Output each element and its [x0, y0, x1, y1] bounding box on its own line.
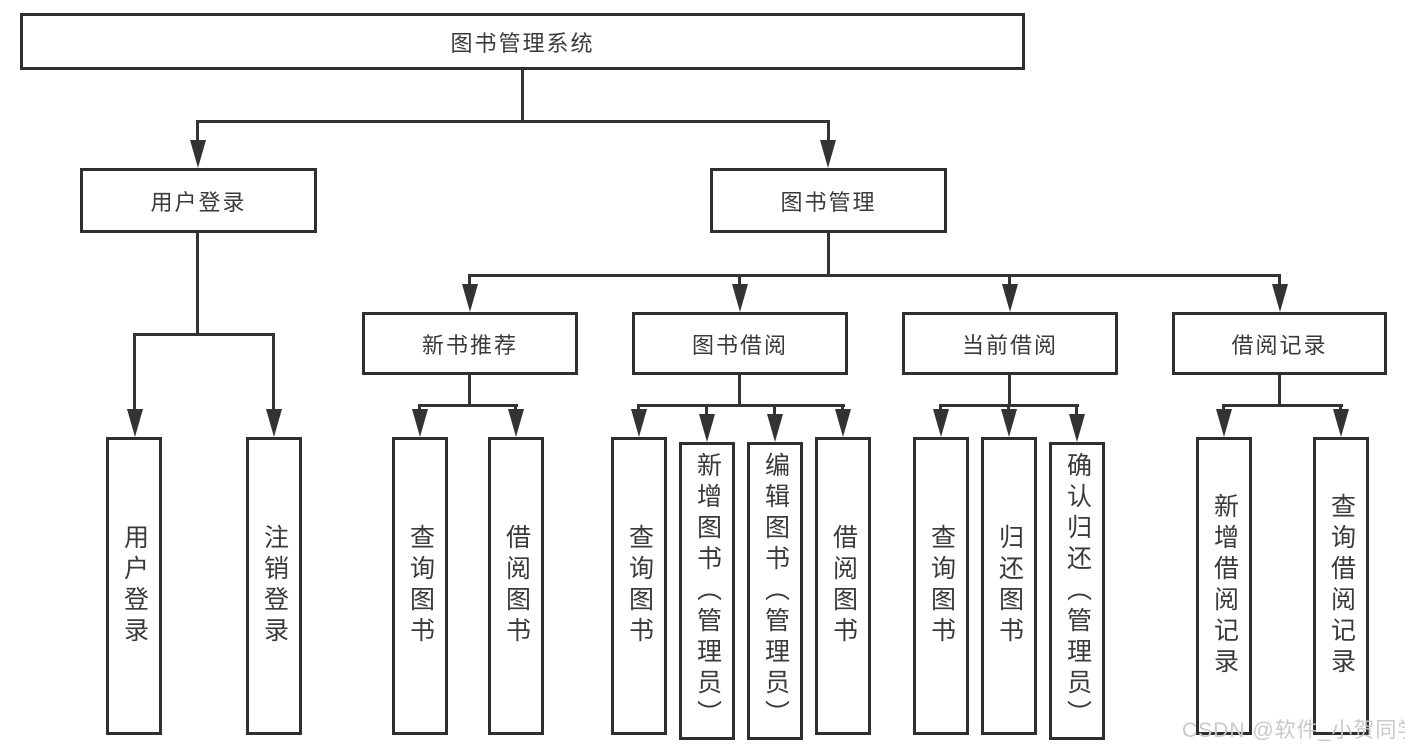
leaf-label: 归还图书 [995, 524, 1024, 648]
leaf-label: 新增图书（管理员） [693, 451, 722, 731]
leaf-label: 编辑图书（管理员） [761, 451, 790, 731]
node-label: 新书推荐 [421, 332, 518, 358]
connector-arrow [933, 409, 949, 437]
connector-line [1222, 404, 1225, 412]
leaf-label: 借阅图书 [502, 524, 531, 648]
leaf-add-books-admin: 新增图书（管理员） [679, 442, 735, 740]
connector-line [1007, 404, 1010, 412]
connector-arrow [1216, 409, 1232, 437]
connector-arrow [412, 409, 428, 437]
connector-arrow [820, 140, 836, 168]
connector-arrow [462, 284, 478, 312]
connector-line [1075, 404, 1078, 417]
node-label: 图书管理 [780, 189, 877, 215]
connector-line [841, 404, 844, 412]
connector-line [827, 233, 830, 277]
connector-line [418, 404, 421, 412]
leaf-label: 新增借阅记录 [1210, 493, 1239, 679]
connector-line [196, 120, 199, 144]
leaf-query-books-recommend: 查询图书 [392, 437, 448, 735]
node-label: 当前借阅 [961, 332, 1058, 358]
leaf-borrow-books-recommend: 借阅图书 [488, 437, 544, 735]
connector-line [738, 375, 741, 406]
node-label: 图书管理系统 [450, 30, 595, 56]
leaf-label: 查询图书 [625, 524, 654, 648]
connector-arrow [732, 284, 748, 312]
connector-arrow [835, 409, 851, 437]
connector-line [939, 404, 942, 412]
connector-arrow [1001, 409, 1017, 437]
leaf-add-borrow-record: 新增借阅记录 [1196, 437, 1252, 735]
connector-line [637, 404, 640, 412]
connector-line [419, 404, 518, 407]
connector-arrow [127, 409, 143, 437]
leaf-logout: 注销登录 [246, 437, 302, 735]
node-book-management: 图书管理 [710, 168, 947, 233]
leaf-query-books-current: 查询图书 [913, 437, 969, 735]
connector-line [468, 274, 1281, 277]
connector-line [1339, 404, 1342, 412]
node-borrowing-records: 借阅记录 [1172, 312, 1387, 375]
connector-line [133, 333, 275, 336]
connector-line [468, 274, 471, 288]
leaf-query-borrow-record: 查询借阅记录 [1313, 437, 1369, 735]
connector-arrow [631, 409, 647, 437]
connector-line [196, 233, 199, 335]
connector-arrow [1333, 409, 1349, 437]
connector-line [133, 333, 136, 411]
connector-line [738, 274, 741, 288]
connector-line [521, 70, 524, 122]
node-label: 图书借阅 [691, 332, 788, 358]
connector-arrow [1002, 284, 1018, 312]
leaf-label: 确认归还（管理员） [1063, 451, 1092, 731]
leaf-label: 借阅图书 [829, 524, 858, 648]
node-book-borrowing: 图书借阅 [632, 312, 848, 375]
node-label: 用户登录 [150, 189, 247, 215]
leaf-confirm-return-admin: 确认归还（管理员） [1049, 442, 1105, 740]
leaf-user-login: 用户登录 [106, 437, 162, 735]
connector-line [773, 404, 776, 417]
connector-line [705, 404, 708, 417]
connector-line [514, 404, 517, 412]
connector-line [468, 375, 471, 406]
leaf-label: 查询图书 [927, 524, 956, 648]
leaf-query-books-borrowing: 查询图书 [611, 437, 667, 735]
connector-line [272, 333, 275, 411]
connector-line [1223, 404, 1343, 407]
connector-arrow [767, 414, 783, 442]
connector-line [638, 404, 845, 407]
connector-line [1008, 274, 1011, 288]
connector-arrow [266, 409, 282, 437]
csdn-watermark: CSDN @软件_小贺同学 [1182, 719, 1405, 742]
leaf-label: 查询图书 [406, 524, 435, 648]
connector-line [827, 120, 830, 144]
leaf-edit-books-admin: 编辑图书（管理员） [747, 442, 803, 740]
node-label: 借阅记录 [1231, 332, 1328, 358]
connector-arrow [1069, 414, 1085, 442]
node-new-book-recommendation: 新书推荐 [362, 312, 578, 375]
leaf-borrow-books: 借阅图书 [815, 437, 871, 735]
connector-arrow [1272, 284, 1288, 312]
connector-line [197, 120, 830, 123]
leaf-label: 查询借阅记录 [1327, 493, 1356, 679]
connector-arrow [508, 409, 524, 437]
node-current-borrowing: 当前借阅 [902, 312, 1118, 375]
leaf-label: 注销登录 [260, 524, 289, 648]
leaf-label: 用户登录 [120, 524, 149, 648]
connector-line [1278, 375, 1281, 406]
node-library-management-system: 图书管理系统 [20, 13, 1025, 70]
connector-arrow [190, 140, 206, 168]
connector-line [1278, 274, 1281, 288]
connector-arrow [699, 414, 715, 442]
node-user-login: 用户登录 [80, 168, 317, 233]
connector-line [1008, 375, 1011, 406]
leaf-return-books: 归还图书 [981, 437, 1037, 735]
